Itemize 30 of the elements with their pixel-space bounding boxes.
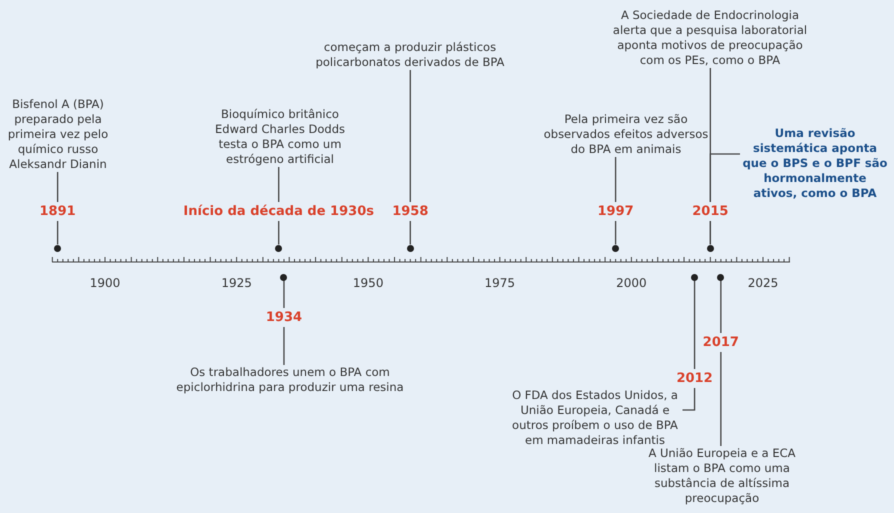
event-description: Uma revisão sistemática aponta que o BPS e o BPF são hormonalmente ativos, como o BPA <box>740 126 890 201</box>
leader-line <box>720 280 722 446</box>
event-description: Bisfenol A (BPA) preparado pela primeira vez pelo químico russo Aleksandr Dianin <box>2 97 114 172</box>
event-description: começam a produzir plásticos policarbonatos derivados de BPA <box>295 40 525 70</box>
leader-line <box>410 70 411 244</box>
timeline-dot <box>280 274 288 280</box>
event-description: Pela primeira vez são observados efeitos adversos do BPA em animais <box>541 112 711 157</box>
timeline-dot <box>406 244 414 252</box>
timeline-dot <box>717 274 724 280</box>
event-description: Os trabalhadores unem o BPA com epiclorhidrina para produzir uma resina <box>168 365 412 395</box>
event-description: Bioquímico britânico Edward Charles Dodds testa o BPA como um estrógeno artificial <box>200 107 360 167</box>
axis-year-label: 1975 <box>484 276 516 290</box>
year-label: 2015 <box>690 202 730 221</box>
timeline-dot <box>54 244 62 252</box>
year-label: 1891 <box>38 202 78 221</box>
timeline-dot <box>706 244 714 252</box>
leader-line <box>710 68 711 244</box>
year-label: 1997 <box>596 202 636 221</box>
axis-year-label: 1900 <box>90 276 120 290</box>
year-label: 2017 <box>700 333 741 352</box>
event-description: A União Europeia e a ECA listam o BPA como uma substância de altíssima preocupação <box>634 446 810 506</box>
axis-year-label: 2000 <box>616 276 647 290</box>
axis-year-label: 1950 <box>352 276 384 290</box>
timeline-dot <box>275 244 282 252</box>
axis-year-label: 2025 <box>748 276 778 290</box>
timeline-dot <box>691 274 698 280</box>
axis-year-label: 1925 <box>221 276 252 290</box>
event-description: O FDA dos Estados Unidos, a União Europeia, Canadá e outros proíbem o uso de BPA em mamadeiras infantis <box>508 388 682 448</box>
timeline-dot <box>612 244 620 252</box>
event-description: A Sociedade de Endocrinologia alerta que a pesquisa laboratorial aponta motivos de preocupação com os PEs, como o BPA <box>608 8 812 68</box>
